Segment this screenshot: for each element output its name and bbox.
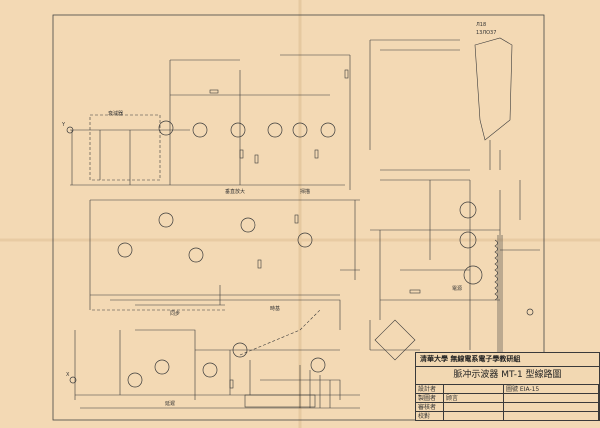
sync-label: 同步 <box>170 311 181 317</box>
empty-cell <box>504 403 599 412</box>
input-x-label: X <box>66 372 70 378</box>
power-label: 電源 <box>452 286 463 292</box>
vacuum-tubes <box>117 120 483 388</box>
drafter-name: 顾言 <box>444 394 504 403</box>
circuit-wires <box>70 37 540 409</box>
crt-type-label: 13ЛО37 <box>476 30 497 36</box>
role-designer: 設計者 <box>416 385 444 394</box>
drawing-number: 圖號 EIA-15 <box>504 385 599 394</box>
role-checker: 校對 <box>416 412 444 421</box>
title-block: 清華大學 無線電系電子學教研組 脈冲示波器 MT-1 型線路圖 設計者 圖號 EI… <box>415 352 600 421</box>
input-y-label: Y <box>62 122 66 128</box>
delay-label: 延遲 <box>165 401 176 407</box>
time-base-label: 時基 <box>270 306 281 312</box>
crt-ref-label: Л18 <box>476 22 487 28</box>
attenuator-label: 衰減器 <box>108 111 124 117</box>
connector-jacks <box>66 126 534 384</box>
vertical-amp-label: 垂直放大 <box>225 189 246 195</box>
drawing-title: 脈冲示波器 MT-1 型線路圖 <box>416 367 599 385</box>
empty-cell <box>444 412 504 421</box>
empty-cell <box>444 403 504 412</box>
designer-name <box>444 385 504 394</box>
empty-cell <box>504 412 599 421</box>
sweep-label: 掃描 <box>300 189 311 195</box>
role-drafter: 製圖者 <box>416 394 444 403</box>
institution-name: 清華大學 無線電系電子學教研組 <box>416 353 599 367</box>
empty-cell <box>504 394 599 403</box>
resistors <box>209 69 421 408</box>
drawing-border <box>52 14 545 421</box>
role-reviewer: 審核者 <box>416 403 444 412</box>
